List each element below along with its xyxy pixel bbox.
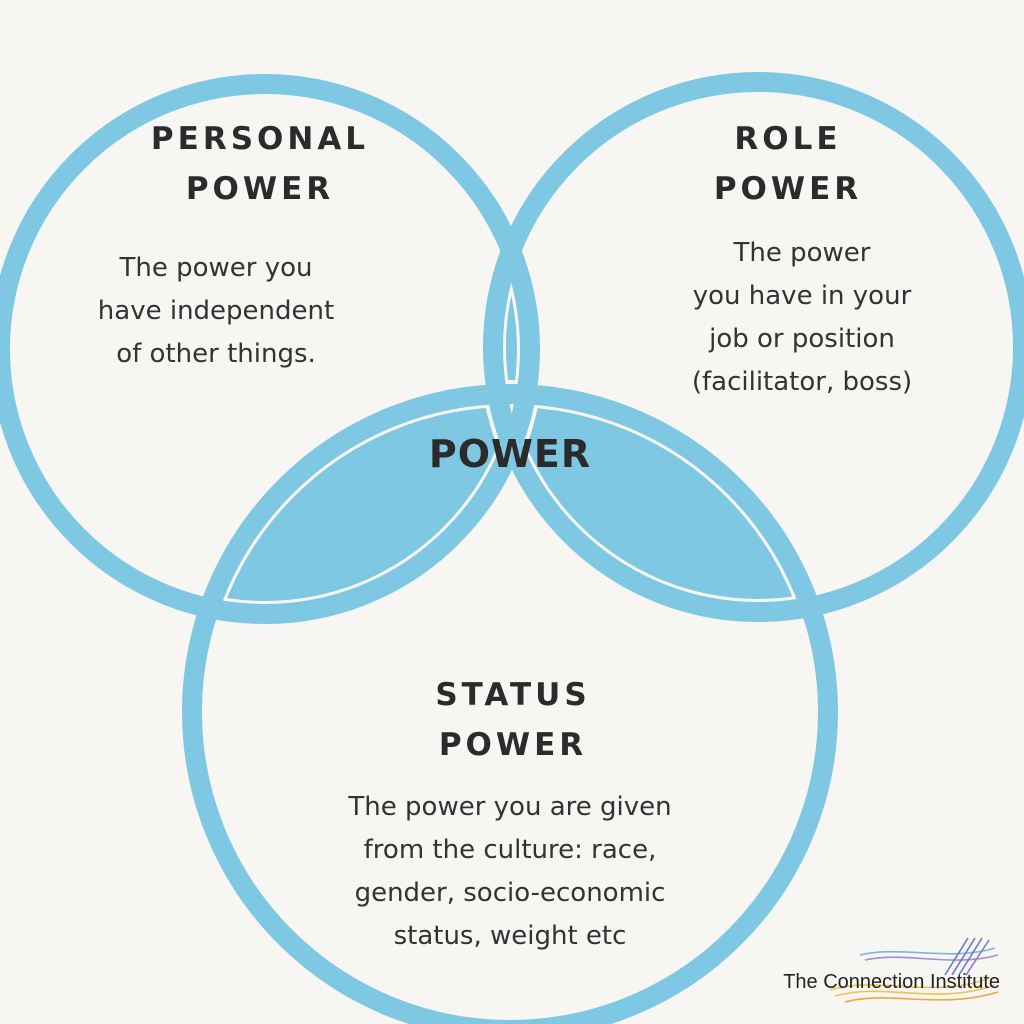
description-line: (facilitator, boss) [691, 367, 913, 397]
heading-line: POWER [713, 171, 863, 207]
description-line: gender, socio-economic [354, 878, 666, 908]
heading-line: POWER [438, 727, 588, 763]
brand-name: The Connection Institute [783, 971, 1000, 993]
description-line: The power you are given [348, 792, 672, 822]
role-power-heading: ROLE POWER [638, 114, 938, 214]
status-power-description: The power you are given from the culture… [300, 786, 720, 958]
heading-line: ROLE [734, 121, 842, 157]
description-line: job or position [709, 324, 895, 354]
wave-lines-logo-icon [829, 937, 999, 1003]
heading-line: PERSONAL [150, 121, 370, 157]
heading-line: STATUS [435, 677, 591, 713]
status-power-heading: STATUS POWER [363, 670, 663, 770]
description-line: have independent [97, 296, 335, 326]
personal-power-heading: PERSONAL POWER [110, 114, 410, 214]
description-line: you have in your [692, 281, 912, 311]
role-power-circle [483, 72, 1024, 622]
description-line: from the culture: race, [363, 835, 657, 865]
personal-power-description: The power you have independent of other … [56, 247, 376, 376]
status-power-circle [182, 384, 838, 1024]
description-line: The power [733, 238, 871, 268]
description-line: of other things. [116, 339, 316, 369]
heading-line: POWER [185, 171, 335, 207]
description-line: The power you [119, 253, 313, 283]
overlap-personal-status [205, 407, 517, 601]
role-power-description: The power you have in your job or positi… [644, 232, 960, 404]
center-power-label: POWER [428, 432, 592, 476]
personal-power-circle [0, 74, 540, 624]
overlap-role-status [506, 407, 815, 599]
description-line: status, weight etc [393, 921, 627, 951]
